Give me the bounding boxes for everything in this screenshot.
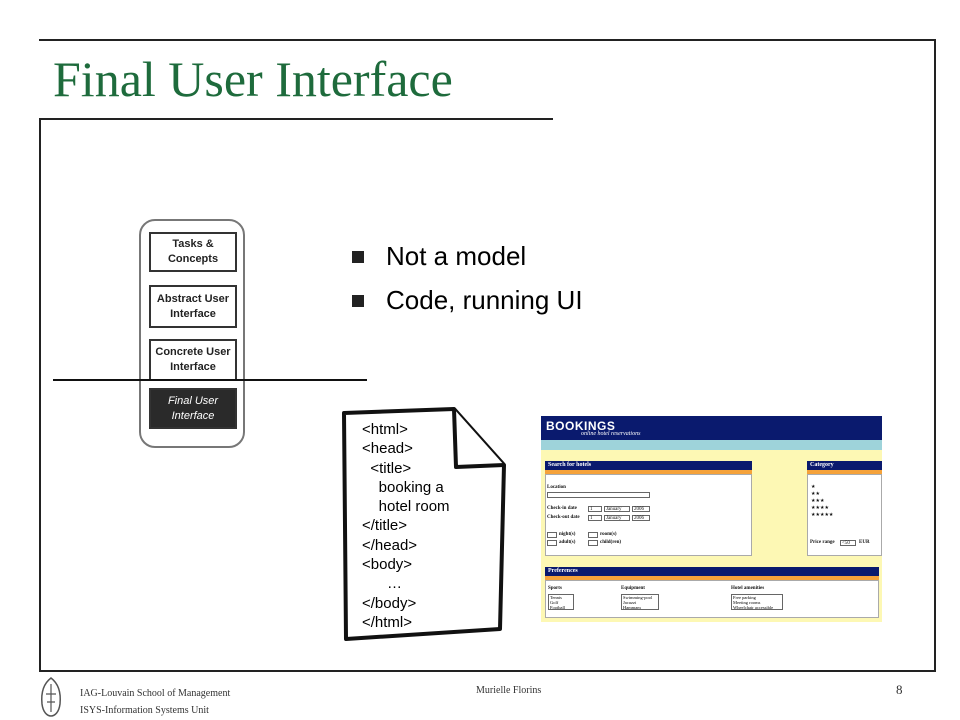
preferences-accent [545, 576, 879, 580]
code-line: </head> [362, 536, 418, 554]
preferences-panel [545, 580, 879, 618]
slide-frame-left-edge [39, 120, 41, 672]
abstraction-stack-diagram: Tasks & Concepts Abstract User Interface… [139, 219, 245, 448]
sports-label: Sports [548, 586, 562, 591]
footer-unit: ISYS-Information Systems Unit [80, 705, 209, 716]
layer-abstract-ui: Abstract User Interface [149, 285, 237, 328]
checkout-label: Check-out date [547, 515, 580, 520]
nights-select[interactable] [547, 532, 557, 538]
search-bar: Search for hotels [545, 461, 752, 470]
checkin-year-select[interactable]: 2006 [632, 506, 650, 512]
bullet-text: Code, running UI [386, 285, 583, 315]
slide-frame [39, 39, 936, 672]
star-option[interactable]: ★★ [811, 492, 820, 497]
checkout-year-select[interactable]: 2006 [632, 515, 650, 521]
price-range-label: Price range [810, 540, 835, 545]
code-line: </html> [362, 613, 413, 631]
slide-title: Final User Interface [53, 51, 453, 107]
adults-label: adult(s) [559, 540, 576, 545]
star-option[interactable]: ★★★★★ [811, 513, 834, 518]
amenities-label: Hotel amenities [731, 586, 765, 591]
bookings-header: BOOKINGS online hotel reservations [541, 416, 882, 440]
square-bullet-icon [352, 251, 364, 263]
checkin-label: Check-in date [547, 506, 577, 511]
title-underline [39, 118, 553, 120]
location-label: Location [547, 485, 566, 490]
level-divider-line [53, 379, 367, 381]
rooms-label: room(s) [600, 532, 617, 537]
bullet-item: Code, running UI [352, 282, 583, 326]
equipment-list[interactable]: Swimming-pool Jacuzzi Hammam [621, 594, 659, 610]
code-line: <head> [362, 440, 413, 458]
preferences-bar: Preferences [545, 567, 879, 576]
booking-ui-screenshot: BOOKINGS online hotel reservations Searc… [541, 416, 882, 622]
footer-institution: IAG-Louvain School of Management ISYS-In… [80, 685, 230, 719]
equipment-label: Equipment [621, 586, 645, 591]
code-line: </title> [362, 517, 408, 535]
bullet-text: Not a model [386, 241, 527, 271]
children-label: child(ren) [600, 540, 622, 545]
price-range-select[interactable]: <50 [840, 540, 856, 546]
html-code-listing: <html> <head> <title> booking a hotel ro… [362, 420, 450, 632]
footer-school: IAG-Louvain School of Management [80, 688, 231, 699]
star-option[interactable]: ★★★★ [811, 506, 829, 511]
star-option[interactable]: ★ [811, 485, 816, 490]
layer-final-ui: Final User Interface [149, 388, 237, 429]
adults-select[interactable] [547, 540, 557, 546]
code-line: … [362, 575, 403, 593]
checkin-day-select[interactable]: 1 [588, 506, 602, 512]
location-input[interactable] [547, 492, 650, 498]
category-accent [807, 470, 882, 474]
layer-concrete-ui: Concrete User Interface [149, 339, 237, 381]
search-accent [545, 470, 752, 474]
checkout-day-select[interactable]: 1 [588, 515, 602, 521]
layer-tasks-concepts: Tasks & Concepts [149, 232, 237, 272]
university-logo-icon [41, 677, 61, 717]
bullet-item: Not a model [352, 238, 583, 282]
footer-author: Murielle Florins [476, 685, 542, 696]
checkin-month-select[interactable]: January [604, 506, 630, 512]
bullet-list: Not a model Code, running UI [352, 238, 583, 326]
header-band [541, 440, 882, 450]
page-number: 8 [896, 682, 903, 697]
sports-list[interactable]: Tennis Golf Football [548, 594, 574, 610]
nights-label: night(s) [559, 532, 576, 537]
currency-label: EUR [859, 540, 870, 545]
amenities-list[interactable]: Free parking Meeting rooms Wheelchair ac… [731, 594, 783, 610]
bookings-logo: BOOKINGS [546, 419, 616, 433]
rooms-select[interactable] [588, 532, 598, 538]
code-line: </body> [362, 594, 417, 612]
code-line: <body> [362, 556, 413, 574]
code-line: <html> [362, 421, 408, 438]
children-select[interactable] [588, 540, 598, 546]
code-line: hotel room [362, 498, 450, 516]
code-line: <title> [362, 459, 412, 477]
bookings-tagline: online hotel reservations [581, 431, 641, 437]
code-line: booking a [362, 478, 444, 496]
document-icon [342, 407, 506, 641]
square-bullet-icon [352, 295, 364, 307]
category-bar: Category [807, 461, 882, 470]
star-option[interactable]: ★★★ [811, 499, 825, 504]
checkout-month-select[interactable]: January [604, 515, 630, 521]
